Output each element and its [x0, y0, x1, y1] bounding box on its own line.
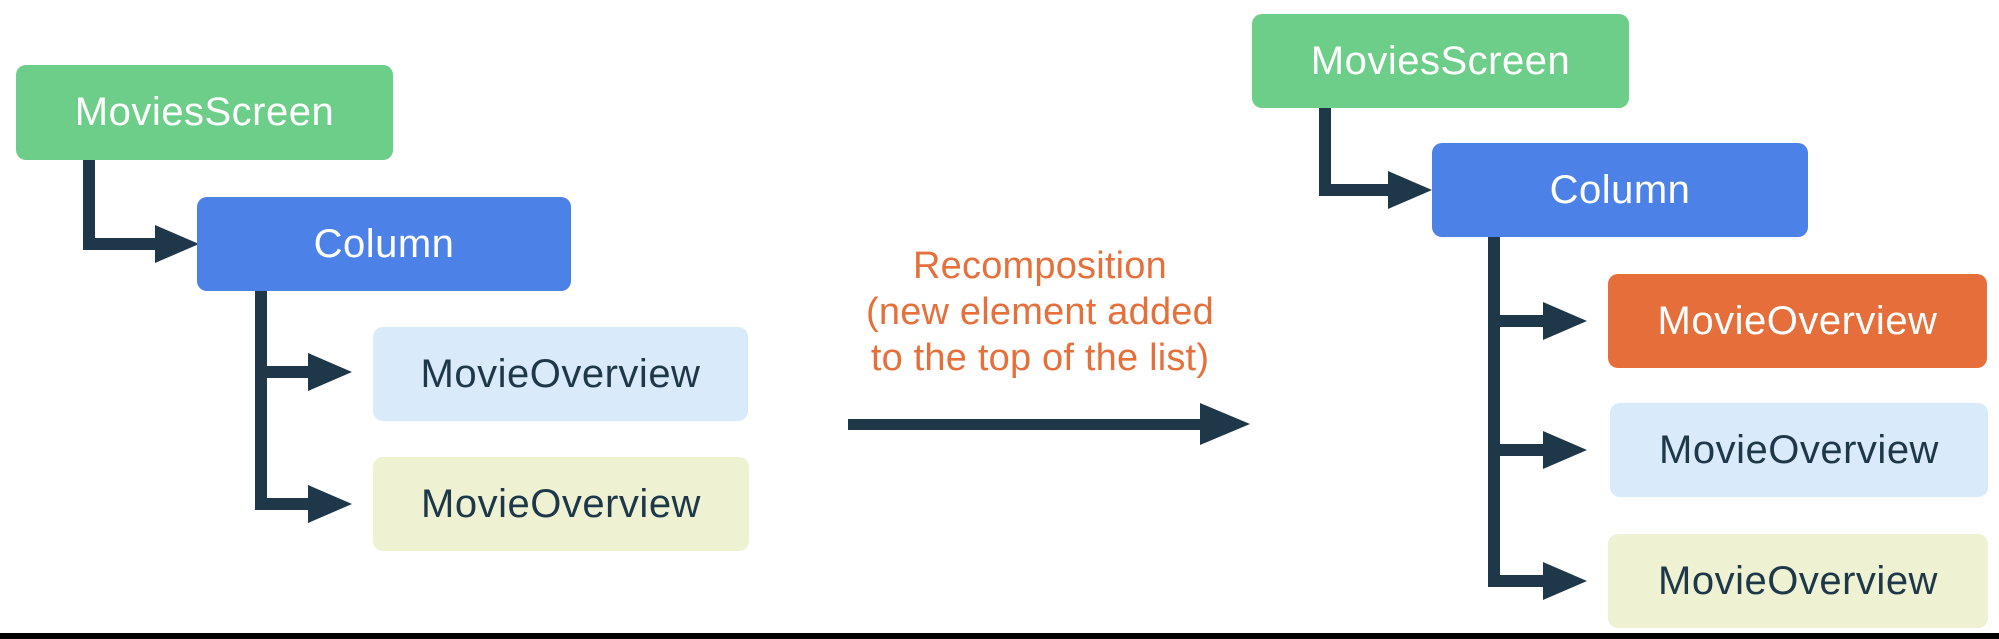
- right-tree-node-column: Column: [1432, 143, 1808, 237]
- left-elbow-vertical-line: [83, 160, 95, 250]
- right-elbow-arrowhead-icon: [1388, 171, 1432, 209]
- left-trunk-line: [255, 291, 267, 510]
- right-branch-3-line: [1488, 575, 1545, 587]
- left-branch-2-line: [255, 498, 310, 510]
- left-tree-node-movieoverview-2: MovieOverview: [373, 457, 749, 551]
- bottom-rule: [0, 633, 1999, 639]
- right-elbow-vertical-line: [1319, 108, 1331, 196]
- transition-arrowhead-icon: [1200, 403, 1250, 445]
- right-branch-2-line: [1488, 444, 1545, 456]
- right-branch-1-line: [1488, 315, 1545, 327]
- right-branch-3-arrowhead-icon: [1543, 562, 1587, 600]
- left-elbow-horizontal-line: [83, 238, 155, 250]
- caption-line-3: to the top of the list): [870, 337, 1210, 379]
- left-branch-1-arrowhead-icon: [308, 353, 352, 391]
- right-trunk-line: [1488, 237, 1500, 587]
- right-tree-node-movieoverview-2: MovieOverview: [1608, 534, 1988, 628]
- left-elbow-arrowhead-icon: [155, 225, 199, 263]
- caption-line-2: (new element added: [866, 291, 1214, 333]
- left-tree-node-column: Column: [197, 197, 571, 291]
- left-branch-2-arrowhead-icon: [308, 485, 352, 523]
- left-branch-1-line: [255, 366, 310, 378]
- right-tree-root-moviesscreen: MoviesScreen: [1252, 14, 1629, 108]
- transition-arrow-shaft: [848, 419, 1200, 430]
- caption-line-1: Recomposition: [913, 245, 1167, 287]
- right-branch-1-arrowhead-icon: [1543, 302, 1587, 340]
- right-tree-node-movieoverview-1: MovieOverview: [1610, 403, 1988, 497]
- right-elbow-horizontal-line: [1319, 184, 1389, 196]
- right-branch-2-arrowhead-icon: [1543, 431, 1587, 469]
- left-tree-root-moviesscreen: MoviesScreen: [16, 65, 393, 160]
- recomposition-caption: Recomposition (new element added to the …: [790, 243, 1290, 381]
- right-tree-node-movieoverview-new: MovieOverview: [1608, 274, 1987, 368]
- left-tree-node-movieoverview-1: MovieOverview: [373, 327, 748, 421]
